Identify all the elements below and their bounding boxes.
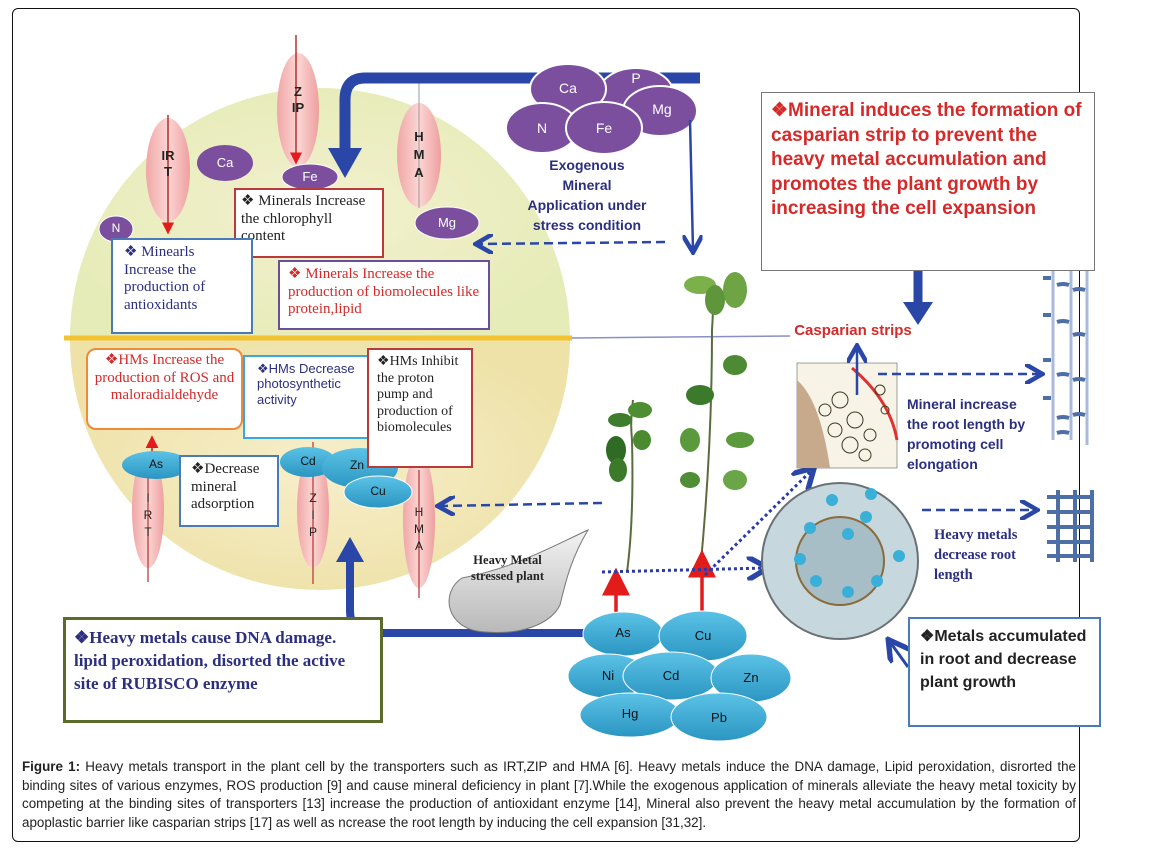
- soil-heavy-metal-cluster: [567, 610, 792, 742]
- transporter-zip-top: [277, 35, 319, 167]
- mineral-ca-label: Ca: [216, 155, 234, 170]
- plant-healthy-illustration: [680, 272, 754, 573]
- irt-top-label: IR T: [161, 148, 175, 179]
- mineral-entry-arrow: [339, 72, 700, 150]
- bullet-icon: ❖: [124, 244, 138, 260]
- caption-label: Figure 1:: [22, 759, 81, 774]
- bullet-icon: ❖: [104, 352, 119, 368]
- exo-n-label: N: [536, 120, 548, 136]
- transporter-hma-bottom: [403, 452, 435, 598]
- elongated-root-cells: [1043, 270, 1089, 445]
- mineral-n-label: N: [111, 221, 121, 235]
- box-biomolecules: ❖ Minerals Increase the production of bi…: [278, 260, 490, 330]
- soil-ni-label: Ni: [601, 668, 615, 683]
- irt-bottom-label: I R T: [143, 491, 153, 539]
- soil-as-label: As: [615, 625, 631, 640]
- box-casparian-induce: ❖Mineral induces the formation of caspar…: [761, 92, 1095, 271]
- metal-as-cell: [122, 451, 190, 479]
- metal-as-cell-label: As: [148, 457, 163, 471]
- transporter-irt-bottom: [132, 452, 164, 582]
- box-photosynthetic: ❖HMs Decrease photosynthetic activity: [243, 355, 371, 439]
- metal-cd-cell-label: Cd: [300, 454, 316, 468]
- metal-cd-cell: [280, 447, 336, 477]
- bullet-icon: ❖: [920, 628, 935, 645]
- stressed-plant-label: Heavy Metal stressed plant: [470, 553, 545, 583]
- zip-bottom-label: Z I P: [308, 491, 317, 539]
- bullet-icon: ❖: [191, 461, 205, 477]
- bullet-icon: ❖: [257, 361, 269, 376]
- metal-zn-cell-label: Zn: [349, 458, 364, 472]
- box-antioxidants: ❖ Minearls Increase the production of an…: [111, 238, 253, 334]
- soil-zn-label: Zn: [743, 670, 759, 685]
- transporter-hma-top: [397, 78, 441, 208]
- exo-ca-label: Ca: [559, 80, 577, 96]
- bullet-icon: ❖: [377, 354, 390, 369]
- exo-fe-label: Fe: [595, 120, 613, 136]
- soil-pb-label: Pb: [711, 710, 727, 725]
- exo-p-label: P: [631, 70, 641, 86]
- root-length-increase-label: Mineral increase the root length by prom…: [907, 396, 1026, 472]
- hma-top-label: H M A: [413, 129, 425, 180]
- soil-cu-label: Cu: [694, 628, 712, 643]
- mineral-fe-label: Fe: [302, 169, 318, 184]
- bullet-icon: ❖: [241, 193, 255, 209]
- box-ros: ❖HMs Increase the production of ROS and …: [86, 348, 243, 430]
- bullet-icon: ❖: [74, 628, 90, 647]
- casparian-strips-label: Casparian strips: [794, 322, 912, 339]
- hma-bottom-label: H M A: [414, 505, 424, 553]
- zip-top-label: Z IP: [291, 84, 305, 115]
- bullet-icon: ❖: [288, 266, 302, 282]
- exogenous-mineral-cluster: [505, 63, 698, 155]
- root-section-casparian-image: [796, 362, 899, 469]
- compact-root-cells: [1047, 490, 1094, 562]
- transporter-irt-top: [146, 115, 190, 235]
- soil-hg-label: Hg: [621, 706, 639, 721]
- box-metals-accumulated: ❖Metals accumulated in root and decrease…: [908, 617, 1101, 727]
- root-length-decrease-label: Heavy metals decrease root length: [934, 527, 1018, 583]
- stressed-plant-callout: [448, 528, 590, 634]
- caption-text: Heavy metals transport in the plant cell…: [22, 759, 1076, 830]
- figure-caption: Figure 1: Heavy metals transport in the …: [22, 758, 1076, 832]
- box-proton-pump: ❖HMs Inhibit the proton pump and product…: [367, 348, 473, 468]
- bullet-icon: ❖: [771, 100, 789, 121]
- exo-mg-label: Mg: [652, 101, 672, 117]
- exogenous-label: Exogenous Mineral Application under stre…: [527, 157, 647, 233]
- mineral-ca: [197, 145, 253, 181]
- plant-stressed-illustration: [606, 399, 652, 573]
- metal-cu-cell-label: Cu: [370, 484, 386, 498]
- mineral-mg-label: Mg: [437, 215, 457, 230]
- metal-cu-cell: [343, 475, 413, 509]
- soil-cd-label: Cd: [662, 668, 680, 683]
- box-mineral-adsorption: ❖Decrease mineral adsorption: [179, 455, 279, 527]
- mineral-mg: [414, 206, 480, 240]
- box-chlorophyll: ❖ Minerals Increase the chlorophyll cont…: [234, 188, 384, 258]
- box-dna-damage: ❖Heavy metals cause DNA damage. lipid pe…: [63, 617, 383, 723]
- root-cross-section-image: [761, 482, 919, 640]
